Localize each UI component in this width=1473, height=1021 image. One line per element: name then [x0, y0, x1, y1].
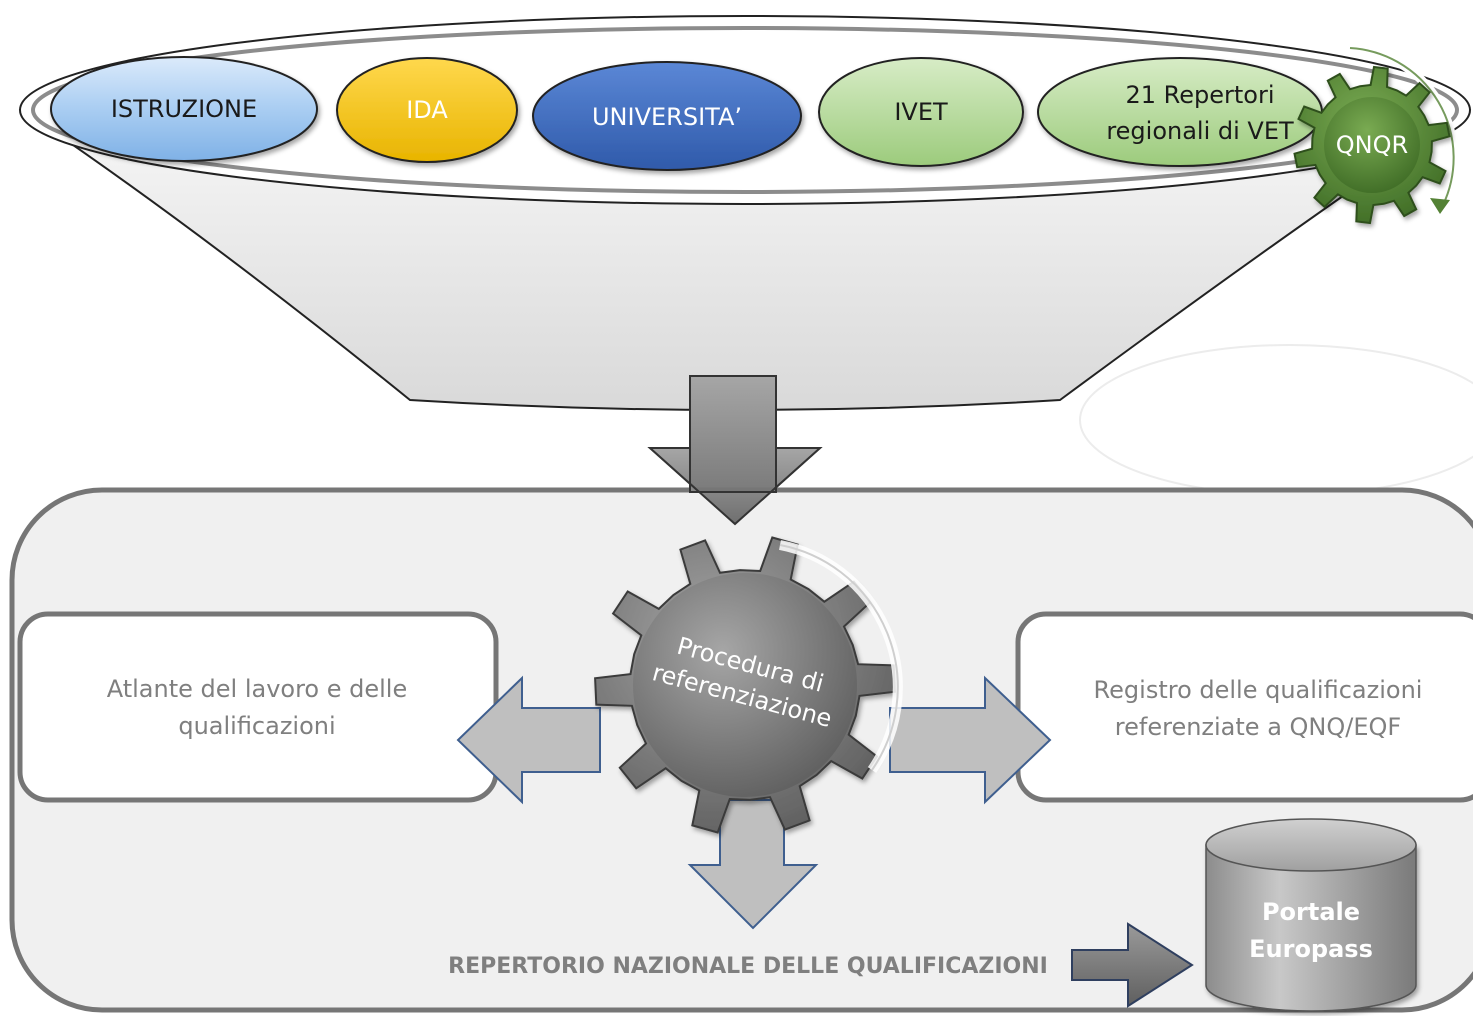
- arrow-to-europass: [1071, 922, 1194, 1008]
- arrow-to-registro: [889, 675, 1052, 805]
- database-icon: [1205, 844, 1417, 1012]
- source-ida: IDA: [336, 57, 518, 163]
- registro-box: Registro delle qualificazioni referenzia…: [1015, 611, 1473, 803]
- registro-line-2: referenziate a QNQ/EQF: [1115, 713, 1401, 741]
- source-universita-label: UNIVERSITA’: [592, 103, 742, 131]
- faint-ellipse-decoration: [1079, 344, 1473, 496]
- europass-line-2: Europass: [1249, 935, 1373, 963]
- atlante-line-2: qualificazioni: [178, 712, 335, 740]
- funnel-rim-inner: [31, 26, 1459, 194]
- source-ivet-label: IVET: [894, 98, 948, 126]
- source-repertori-line-1: 21 Repertori: [1125, 81, 1274, 109]
- source-repertori-regionali: 21 Repertori regionali di VET: [1037, 57, 1323, 167]
- source-istruzione: ISTRUZIONE: [50, 56, 318, 162]
- europass-database: Portale Europass: [1205, 818, 1417, 1012]
- qnqr-gear-label: QNQR: [1336, 131, 1408, 159]
- atlante-box: Atlante del lavoro e delle qualificazion…: [17, 611, 499, 803]
- arrow-to-atlante: [456, 675, 601, 805]
- registro-line-1: Registro delle qualificazioni: [1094, 676, 1423, 704]
- funnel-down-arrow-tip: [647, 447, 823, 526]
- source-ida-label: IDA: [406, 96, 448, 124]
- qnqr-gear: QNQR: [1293, 43, 1459, 225]
- source-ivet: IVET: [818, 57, 1024, 167]
- source-repertori-line-2: regionali di VET: [1106, 117, 1294, 145]
- procedure-gear: Procedura di referenziazione: [594, 536, 903, 834]
- europass-line-1: Portale: [1262, 898, 1360, 926]
- atlante-line-1: Atlante del lavoro e delle: [107, 675, 408, 703]
- source-universita: UNIVERSITA’: [532, 61, 802, 171]
- source-istruzione-label: ISTRUZIONE: [111, 95, 257, 123]
- repertorio-nazionale-label: REPERTORIO NAZIONALE DELLE QUALIFICAZION…: [448, 954, 1048, 979]
